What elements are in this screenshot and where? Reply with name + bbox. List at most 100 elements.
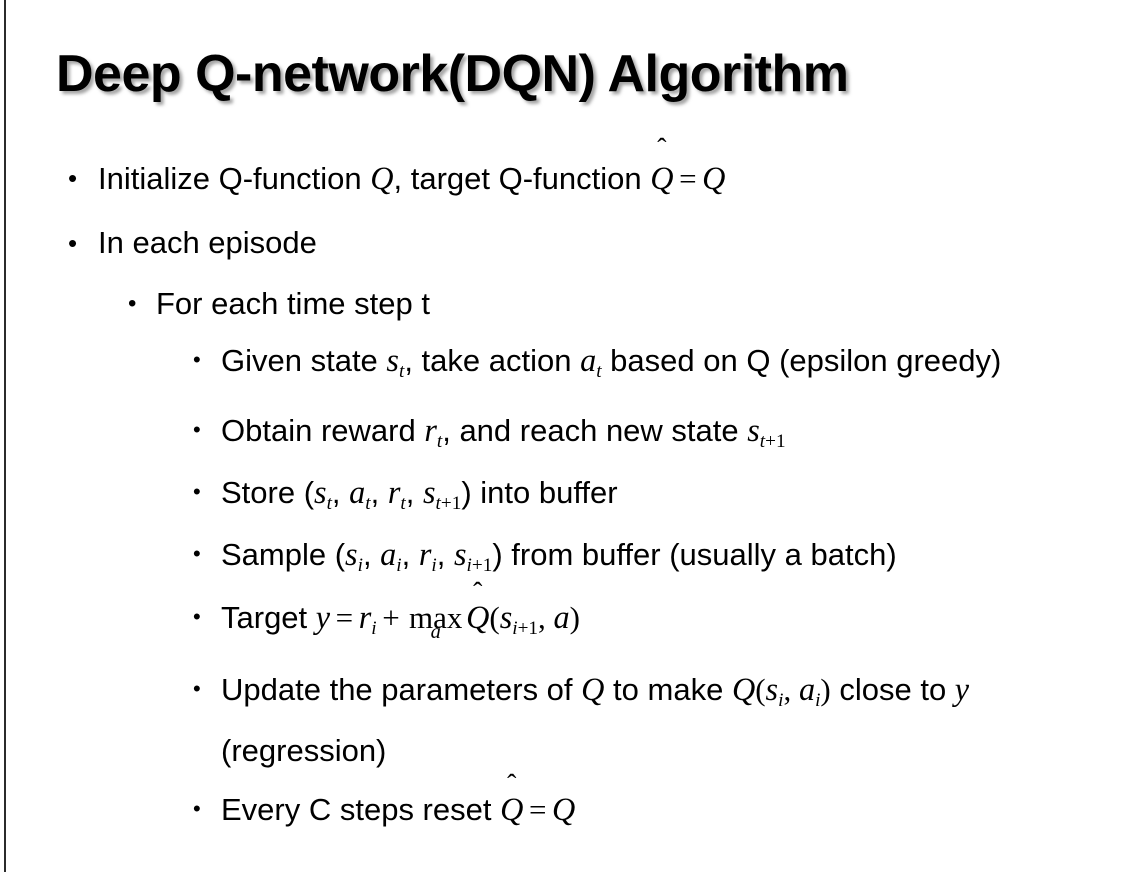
slide-left-edge-rule (4, 0, 6, 872)
bullet-text: Given state st, take action at based on … (221, 335, 1104, 397)
bullet-update-parameters: • Update the parameters of Q to make Q(s… (0, 664, 1124, 776)
text-fragment: Obtain reward (221, 413, 425, 449)
math-subscript-t-plus-1: t+1 (760, 431, 786, 452)
math-subscript-i: i (815, 689, 821, 711)
subscript-var: t (759, 431, 766, 453)
bullet-store-into-buffer: • Store (st, at, rt, st+1) into buffer (0, 467, 1124, 529)
bullet-sample-from-buffer: • Sample (si, ai, ri, si+1) from buffer … (0, 529, 1124, 591)
math-var-s: s (454, 536, 467, 573)
math-var-r: r (358, 598, 372, 635)
text-fragment: Target (221, 599, 316, 635)
bullet-list: • Initialize Q-function Q, target Q-func… (0, 148, 1124, 835)
math-var-q2: Q (731, 670, 756, 707)
math-var-a: a (349, 474, 366, 511)
text-fragment: close to (830, 671, 955, 707)
bullet-text: Every C steps reset ̂Q=Q (221, 784, 1104, 835)
text-fragment: , and reach new state (442, 413, 748, 449)
bullet-marker-level3: • (193, 541, 201, 567)
subscript-var: t (435, 493, 441, 515)
text-fragment: , (401, 537, 419, 573)
math-var-q: Q (552, 790, 576, 827)
math-equals: = (335, 599, 354, 635)
subscript-plus-one: +1 (440, 493, 462, 515)
math-paren-close: ) (820, 671, 831, 707)
math-var-q-hat-base: Q (466, 598, 490, 635)
text-fragment: to make (604, 671, 732, 707)
math-var-r: r (387, 474, 401, 511)
bullet-marker-level2: • (128, 290, 137, 317)
max-underset-limit: a (430, 621, 441, 644)
bullet-marker-level3: • (193, 347, 201, 372)
text-fragment: ) into buffer (461, 475, 618, 511)
math-subscript-i: i (396, 555, 402, 577)
math-q-hat: ̂Q (466, 592, 489, 642)
bullet-in-each-episode: • In each episode (0, 213, 1124, 273)
math-subscript-t: t (596, 361, 602, 383)
bullet-text: Obtain reward rt, and reach new state st… (221, 405, 1104, 467)
text-fragment: , (370, 475, 388, 511)
bullet-text: Target y=ri+maxâQ(si+1, a) (221, 592, 1104, 654)
text-fragment: Sample ( (221, 537, 346, 573)
page-title: Deep Q-network(DQN) Algorithm (56, 45, 849, 103)
math-q-hat: ̂Q (650, 148, 673, 208)
math-subscript-t: t (398, 361, 405, 383)
bullet-marker-level3: • (193, 795, 201, 821)
text-fragment: Update the parameters of (221, 671, 582, 707)
math-equals: = (679, 161, 697, 196)
math-subscript-i: i (371, 617, 377, 639)
math-var-s: s (345, 536, 358, 573)
bullet-marker-level3: • (193, 479, 201, 505)
math-equals: = (528, 791, 547, 827)
text-fragment: , (331, 475, 350, 511)
bullet-obtain-reward: • Obtain reward rt, and reach new state … (0, 405, 1124, 467)
math-subscript-t: t (436, 431, 443, 453)
subscript-var: i (512, 617, 518, 639)
text-fragment: , (405, 475, 423, 511)
bullet-marker-level1: • (68, 228, 78, 258)
math-subscript-i-plus-1: i+1 (512, 618, 538, 639)
bullet-text: In each episode (98, 225, 317, 260)
bullet-given-state-take-action: • Given state st, take action at based o… (0, 335, 1124, 397)
math-var-q: Q (370, 160, 394, 196)
math-subscript-i-plus-1: i+1 (467, 556, 493, 577)
math-var-s: s (422, 474, 436, 511)
text-fragment: Every C steps reset (221, 791, 501, 827)
math-var-a: a (580, 342, 597, 378)
math-var-q-hat-base: Q (650, 160, 674, 196)
text-fragment: , (362, 537, 381, 573)
math-var-s: s (499, 598, 513, 635)
math-var-s: s (314, 474, 327, 511)
math-var-q-hat-base: Q (500, 790, 524, 827)
bullet-for-each-time-step: • For each time step t (0, 277, 1124, 331)
math-var-r: r (424, 412, 437, 449)
math-subscript-t: t (326, 493, 332, 515)
math-subscript-t: t (400, 493, 406, 515)
text-fragment: based on Q (epsilon greedy) (601, 343, 1002, 378)
math-subscript-t: t (365, 493, 371, 515)
math-var-q2: Q (702, 160, 726, 196)
text-fragment: , (436, 537, 454, 573)
math-paren-open: ( (755, 671, 766, 707)
bullet-text: For each time step t (156, 286, 430, 321)
text-fragment: Initialize Q-function (98, 161, 371, 196)
math-var-y: y (954, 670, 970, 707)
bullet-text: Update the parameters of Q to make Q(si,… (221, 664, 1104, 776)
math-paren-close: ) (569, 599, 580, 635)
bullet-marker-level1: • (68, 163, 78, 193)
subscript-plus-one: +1 (765, 431, 786, 453)
bullet-target-equation: • Target y=ri+maxâQ(si+1, a) (0, 592, 1124, 654)
math-var-r: r (418, 536, 432, 573)
text-fragment: , take action (404, 343, 581, 378)
bullet-reset-target-network: • Every C steps reset ̂Q=Q (0, 784, 1124, 835)
subscript-plus-one: +1 (517, 617, 539, 639)
math-plus: + (382, 599, 400, 635)
max-label: max (408, 599, 463, 635)
math-q-hat: ̂Q (500, 784, 523, 834)
math-subscript-i: i (778, 689, 784, 711)
bullet-text: Store (st, at, rt, st+1) into buffer (221, 467, 1104, 529)
bullet-text: Initialize Q-function Q, target Q-functi… (98, 148, 1124, 209)
text-fragment: ) from buffer (usually a batch) (492, 537, 897, 573)
math-var-s: s (747, 412, 760, 449)
